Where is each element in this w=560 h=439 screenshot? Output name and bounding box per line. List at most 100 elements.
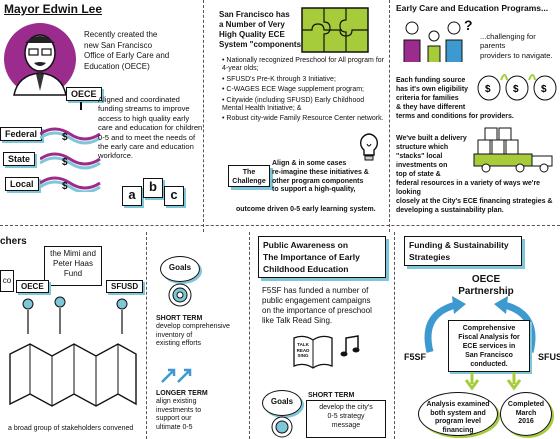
pa-short-line: develop the city's bbox=[319, 404, 373, 411]
pa-text-line: public engagement campaigns bbox=[262, 296, 371, 305]
public-awareness-title: Public Awareness on The Importance of Ea… bbox=[258, 236, 386, 278]
svg-text:$: $ bbox=[62, 132, 68, 143]
goals-left-bubble: Goals bbox=[160, 256, 200, 282]
aligned-line: workforce. bbox=[98, 151, 134, 161]
mimi-line: Fund bbox=[63, 269, 83, 278]
sf-intro-line: a Number of Very bbox=[219, 20, 285, 29]
analysis-box: Comprehensive Fiscal Analysis for ECE se… bbox=[448, 320, 530, 372]
aligned-line: funding streams to improve bbox=[98, 104, 190, 114]
aligned-text: Aligned and coordinated funding streams … bbox=[98, 95, 202, 161]
challenge-line: Align & in some cases bbox=[272, 160, 347, 167]
mayor-text: Recently created the new San Francisco O… bbox=[84, 30, 169, 72]
partnership-arrows bbox=[424, 296, 536, 353]
analysis-line: San Francisco bbox=[465, 352, 513, 359]
challenge-line: re-imagine these initiatives & bbox=[272, 168, 369, 176]
music-note-icon bbox=[340, 335, 360, 357]
stakeholders-header: chers bbox=[0, 236, 27, 247]
ece-eligibility-line: terms and conditions for providers. bbox=[396, 113, 514, 120]
examined-line: Analysis examined bbox=[426, 401, 490, 408]
ece-challenging-line: ...challenging for parents bbox=[480, 32, 536, 51]
mayor-portrait bbox=[4, 23, 76, 96]
aligned-line: Aligned and coordinated bbox=[98, 95, 180, 104]
goals-left-long-text: align existing investments to support ou… bbox=[156, 398, 201, 432]
ece-delivery-line: federal resources in a variety of ways w… bbox=[396, 180, 541, 196]
pa-short-line: message bbox=[331, 421, 361, 429]
co-box: co bbox=[0, 270, 14, 292]
book-lines: TALK READ SING bbox=[294, 342, 312, 359]
partnership-line: OECE bbox=[471, 274, 501, 285]
federal-label: Federal bbox=[0, 127, 43, 141]
mayor-line: new San Francisco bbox=[84, 40, 153, 50]
ece-title: Early Care and Education Programs... bbox=[396, 3, 549, 13]
partnership-line: Partnership bbox=[458, 286, 514, 297]
sf-intro-line: High Quality ECE bbox=[219, 30, 285, 39]
pa-title-line: Childhood Education bbox=[263, 264, 349, 274]
analysis-line: Fiscal Analysis for bbox=[458, 334, 520, 341]
block-a: a bbox=[122, 186, 142, 206]
analysis-line: Comprehensive bbox=[462, 325, 516, 332]
sf-bullet: Citywide (including SFUSD) Early Childho… bbox=[222, 97, 387, 114]
public-awareness-text: F5SF has funded a number of public engag… bbox=[262, 286, 372, 326]
book-icon bbox=[293, 335, 333, 369]
stakeholders-footer: a broad group of stakeholders convened bbox=[8, 425, 134, 432]
state-label: State bbox=[3, 152, 36, 166]
stakeholders-map bbox=[9, 296, 137, 407]
sf-bullet: Robust city-wide Family Resource Center … bbox=[222, 115, 387, 123]
ece-delivery-line: closely at the City's ECE financing stra… bbox=[396, 198, 553, 205]
puzzle-icon bbox=[301, 7, 369, 53]
completed-bubble: Completed March 2016 bbox=[500, 392, 552, 436]
families-icon: ? bbox=[403, 17, 473, 62]
analysis-line: conducted. bbox=[470, 361, 508, 368]
completed-line: Completed bbox=[507, 401, 545, 408]
stacked-truck-icon bbox=[473, 127, 553, 173]
mimi-line: the Mimi and bbox=[50, 249, 96, 258]
goals-left-short-line: inventory of bbox=[156, 331, 193, 339]
mayor-line: Office of Early Care and bbox=[84, 51, 170, 60]
book-line: READ bbox=[296, 347, 310, 353]
funding-title-line: Funding & Sustainability bbox=[409, 240, 509, 250]
divider bbox=[0, 225, 560, 226]
sfusd-funding-label: SFUS bbox=[538, 352, 560, 362]
abc-blocks: a b c bbox=[122, 178, 202, 208]
svg-text:$: $ bbox=[62, 181, 68, 192]
aligned-line: access to high quality early bbox=[98, 113, 190, 123]
examined-line: both system and bbox=[430, 409, 486, 417]
pa-text-line: F5SF has funded a number of bbox=[262, 286, 369, 295]
lightbulb-icon bbox=[359, 133, 379, 161]
block-b: b bbox=[143, 178, 163, 198]
target-icon bbox=[168, 283, 192, 307]
pa-goals-bubble: Goals bbox=[262, 390, 302, 416]
challenge-label-text: The Challenge bbox=[232, 169, 266, 185]
aligned-line: 0-5 and to meet the needs of bbox=[98, 132, 196, 142]
ece-eligibility-line: criteria for families bbox=[396, 95, 459, 102]
goals-left-short-term: SHORT TERM bbox=[156, 315, 203, 322]
sf-bullet: SFUSD's Pre-K through 3 Initiative; bbox=[222, 76, 387, 84]
examined-line: program level financing bbox=[435, 418, 481, 434]
svg-text:?: ? bbox=[464, 17, 473, 33]
goals-left-long-term: LONGER TERM bbox=[156, 390, 208, 397]
mayor-title: Mayor Edwin Lee bbox=[4, 2, 103, 16]
svg-text:$: $ bbox=[485, 84, 491, 95]
challenge-line: other program components bbox=[272, 177, 364, 185]
sf-bullets: Nationally recognized Preschool for All … bbox=[222, 57, 387, 124]
challenge-last-line: outcome driven 0-5 early learning system… bbox=[236, 206, 376, 213]
mayor-line: Recently created the bbox=[84, 30, 158, 39]
sf-intro-line: San Francisco has bbox=[219, 10, 290, 19]
stakeholder-oece: OECE bbox=[16, 280, 49, 293]
oece-label: OECE bbox=[66, 87, 102, 101]
svg-text:$: $ bbox=[541, 84, 547, 95]
ece-delivery-line: top of state & bbox=[396, 171, 441, 178]
pa-short-term: SHORT TERM bbox=[308, 392, 355, 399]
aligned-line: the early care and education bbox=[98, 142, 194, 152]
book-line: TALK bbox=[297, 342, 309, 347]
mimi-fund-box: the Mimi and Peter Haas Fund bbox=[44, 246, 102, 286]
ece-delivery-line: structure which bbox=[396, 144, 449, 151]
challenge-line: to support a high-quality, bbox=[272, 186, 356, 194]
goals-left-long-line: investments to bbox=[156, 406, 202, 414]
divider bbox=[203, 0, 204, 232]
challenge-text: Align & in some cases re-imagine these i… bbox=[272, 160, 369, 195]
ece-delivery: We've built a delivery structure which "… bbox=[396, 134, 560, 215]
pa-text-line: like Talk Read Sing. bbox=[262, 316, 333, 325]
money-streams: $ $ $ bbox=[40, 127, 101, 192]
ece-challenging: ...challenging for parents providers to … bbox=[480, 32, 560, 60]
